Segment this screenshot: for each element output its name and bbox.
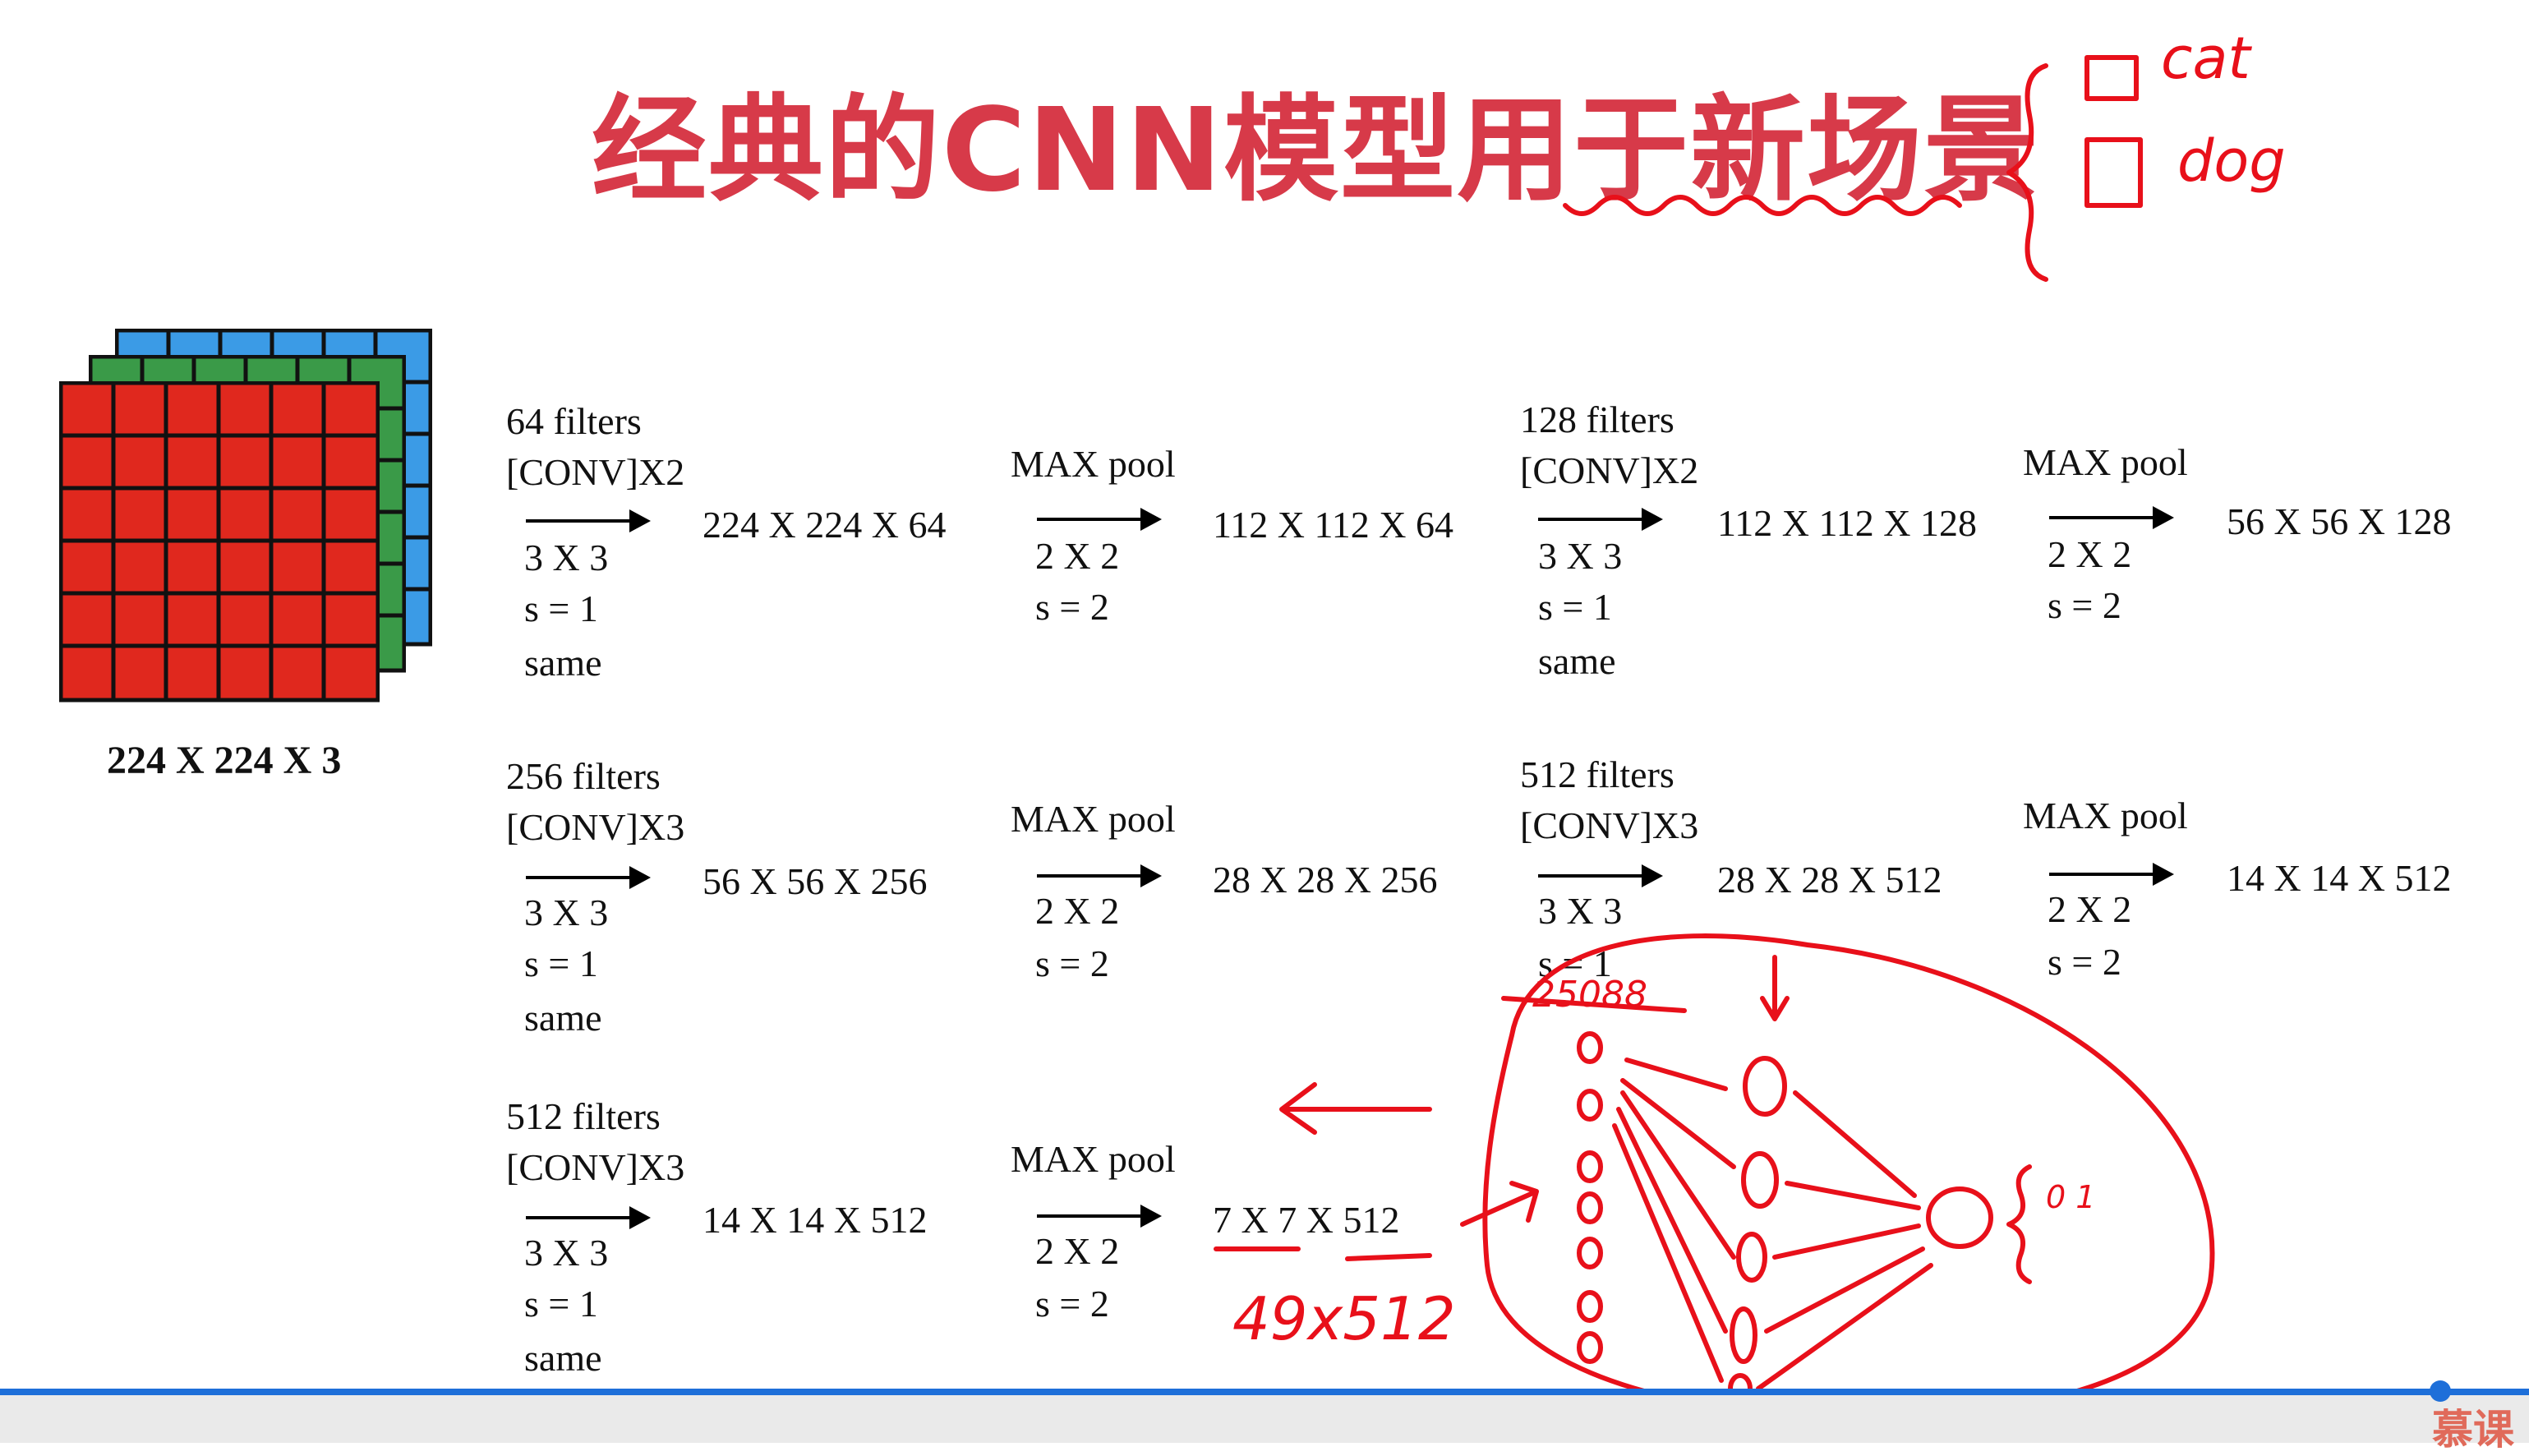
pool-stride: s = 2 [2048,941,2121,983]
conv-stride: s = 1 [524,587,598,629]
tensor-shape: 14 X 14 X 512 [2227,857,2452,899]
conv-kernel: 3 X 3 [1538,890,1623,932]
pool-stride: s = 2 [1035,942,1109,984]
pool-op: MAX pool [1011,1138,1176,1180]
annot-binary: 0 1 [2046,1179,2095,1215]
pool-kernel: 2 X 2 [1035,890,1120,932]
pool-kernel: 2 X 2 [2048,533,2132,575]
pool-op: MAX pool [2023,795,2188,836]
tensor-shape: 14 X 14 X 512 [702,1199,928,1241]
conv-op: [CONV]X3 [506,1146,685,1188]
tensor-shape: 224 X 224 X 64 [702,504,947,546]
pool-stride: s = 2 [2048,584,2121,626]
arrow-icon [1538,508,1663,531]
conv-padding: same [524,1337,602,1379]
arrow-icon [526,509,651,532]
arrow-icon [1037,864,1162,887]
conv-kernel: 3 X 3 [524,537,609,578]
conv-op: [CONV]X2 [1520,449,1699,491]
conv-stride: s = 1 [1538,586,1612,628]
annot-dog: dog [2177,127,2286,195]
conv-kernel: 3 X 3 [524,1232,609,1274]
conv-kernel: 3 X 3 [1538,535,1623,577]
annot-cat: cat [2161,25,2252,92]
conv-padding: same [524,642,602,684]
slide-title: 经典的CNN模型用于新场景 [592,84,2041,218]
conv-op: [CONV]X3 [1520,804,1699,846]
tensor-shape: 56 X 56 X 256 [702,860,928,902]
arrow-icon [1037,508,1162,531]
pool-op: MAX pool [1011,443,1176,485]
tensor-shape: 7 X 7 X 512 [1213,1199,1400,1241]
pool-kernel: 2 X 2 [1035,535,1120,577]
annot-product: 49x512 [1232,1284,1456,1353]
arrow-icon [2049,506,2174,529]
progress-handle[interactable] [2430,1380,2452,1402]
arrow-icon [526,866,651,889]
conv-stride: s = 1 [524,1283,598,1325]
pool-stride: s = 2 [1035,586,1109,628]
conv-padding: same [524,997,602,1039]
conv-stride: s = 1 [524,942,598,984]
conv-filters: 512 filters [506,1095,661,1137]
tensor-shape: 28 X 28 X 512 [1717,859,1942,901]
pool-kernel: 2 X 2 [1035,1230,1120,1272]
progress-bar[interactable] [0,1389,2529,1395]
tensor-shape: 112 X 112 X 128 [1717,502,1978,544]
tensor-shape: 56 X 56 X 128 [2227,500,2452,542]
arrow-icon [1538,864,1663,887]
pool-stride: s = 2 [1035,1283,1109,1325]
conv-filters: 64 filters [506,400,642,442]
conv-filters: 512 filters [1520,753,1674,795]
input-size-label: 224 X 224 X 3 [107,739,342,782]
arrow-icon [2049,863,2174,886]
pool-op: MAX pool [1011,798,1176,840]
arrow-icon [526,1206,651,1229]
arrow-icon [1037,1205,1162,1228]
player-bar [0,1395,2529,1443]
conv-kernel: 3 X 3 [524,892,609,933]
annot-count: 25088 [1532,974,1647,1016]
pool-kernel: 2 X 2 [2048,888,2132,930]
watermark-logo: 慕课 [2432,1406,2514,1454]
red-channel-grid [59,381,380,703]
conv-filters: 256 filters [506,755,661,797]
conv-op: [CONV]X3 [506,806,685,848]
conv-padding: same [1538,640,1616,682]
conv-filters: 128 filters [1520,399,1674,440]
tensor-shape: 112 X 112 X 64 [1213,504,1454,546]
tensor-shape: 28 X 28 X 256 [1213,859,1438,901]
pool-op: MAX pool [2023,441,2188,483]
conv-op: [CONV]X2 [506,451,685,493]
